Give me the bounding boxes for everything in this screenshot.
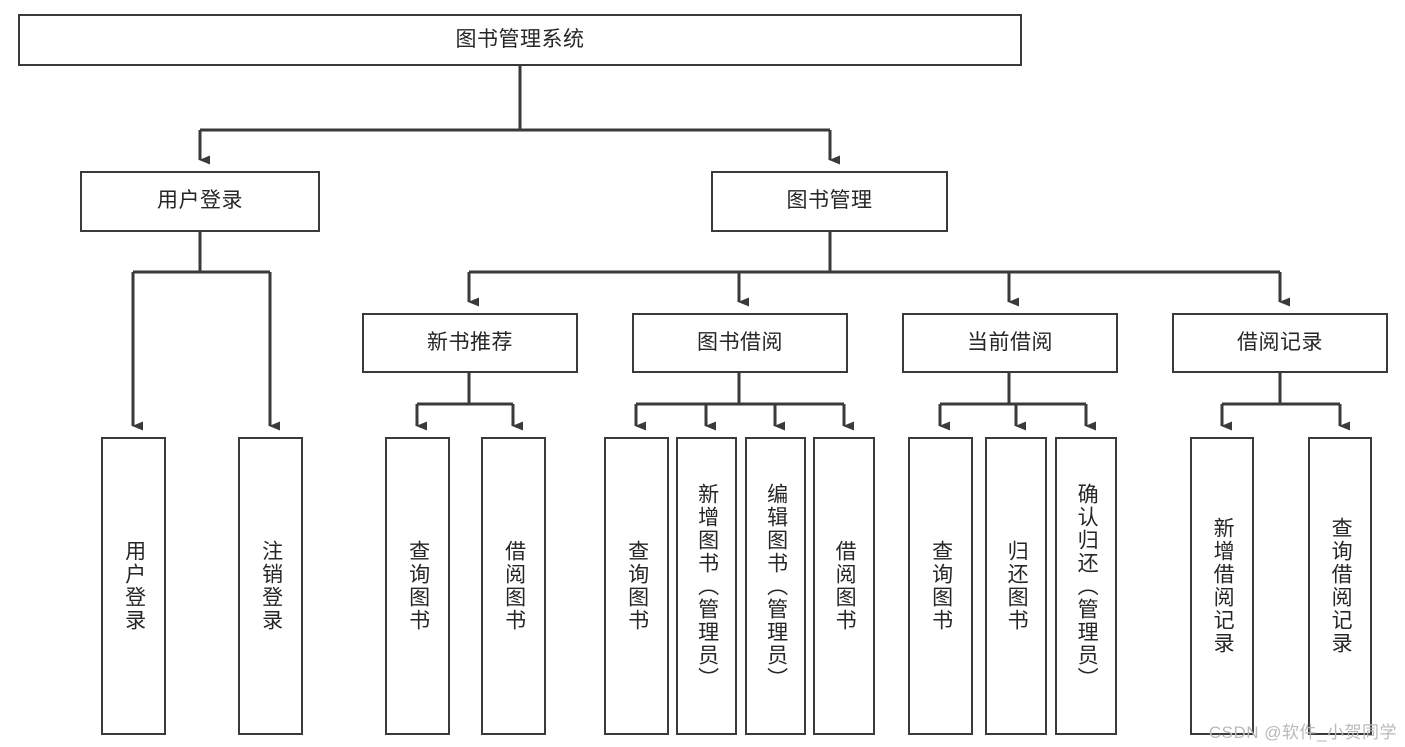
node-new-book-recommend-label: 新书推荐 xyxy=(427,330,513,354)
node-leaf-user-login-label: 用户登录 xyxy=(122,540,146,632)
node-root[interactable]: 图书管理系统 xyxy=(18,14,1022,66)
node-leaf-edit-book-admin[interactable]: 编辑图书（管理员） xyxy=(745,437,806,735)
node-leaf-query-book-borrow-label: 查询图书 xyxy=(625,540,649,632)
node-borrow-record[interactable]: 借阅记录 xyxy=(1172,313,1388,373)
node-leaf-query-book-borrow[interactable]: 查询图书 xyxy=(604,437,669,735)
node-book-manage-label: 图书管理 xyxy=(786,189,873,213)
node-root-label: 图书管理系统 xyxy=(455,27,585,51)
node-leaf-borrow-book[interactable]: 借阅图书 xyxy=(813,437,875,735)
node-leaf-add-borrow-record[interactable]: 新增借阅记录 xyxy=(1190,437,1254,735)
node-book-borrow-label: 图书借阅 xyxy=(697,330,783,354)
node-leaf-query-book-current[interactable]: 查询图书 xyxy=(908,437,973,735)
node-leaf-user-login[interactable]: 用户登录 xyxy=(101,437,166,735)
node-leaf-confirm-return-admin[interactable]: 确认归还（管理员） xyxy=(1055,437,1117,735)
node-current-borrow[interactable]: 当前借阅 xyxy=(902,313,1118,373)
node-leaf-edit-book-admin-label: 编辑图书（管理员） xyxy=(764,482,788,690)
node-leaf-query-borrow-record-label: 查询借阅记录 xyxy=(1329,517,1353,655)
node-leaf-logout[interactable]: 注销登录 xyxy=(238,437,303,735)
node-borrow-record-label: 借阅记录 xyxy=(1237,330,1323,354)
node-new-book-recommend[interactable]: 新书推荐 xyxy=(362,313,578,373)
node-leaf-logout-label: 注销登录 xyxy=(259,540,283,632)
node-book-manage[interactable]: 图书管理 xyxy=(711,171,948,232)
node-leaf-query-book-current-label: 查询图书 xyxy=(929,540,953,632)
node-leaf-add-book-admin-label: 新增图书（管理员） xyxy=(695,482,719,690)
node-leaf-add-borrow-record-label: 新增借阅记录 xyxy=(1211,517,1235,655)
node-leaf-query-borrow-record[interactable]: 查询借阅记录 xyxy=(1308,437,1372,735)
node-leaf-query-book-recommend-label: 查询图书 xyxy=(406,540,430,632)
node-leaf-borrow-book-recommend-label: 借阅图书 xyxy=(502,540,526,632)
node-leaf-return-book[interactable]: 归还图书 xyxy=(985,437,1047,735)
node-leaf-borrow-book-label: 借阅图书 xyxy=(833,540,857,632)
node-book-borrow[interactable]: 图书借阅 xyxy=(632,313,848,373)
node-current-borrow-label: 当前借阅 xyxy=(967,330,1053,354)
node-leaf-query-book-recommend[interactable]: 查询图书 xyxy=(385,437,450,735)
node-leaf-confirm-return-admin-label: 确认归还（管理员） xyxy=(1075,482,1099,690)
node-user-login[interactable]: 用户登录 xyxy=(80,171,320,232)
node-leaf-add-book-admin[interactable]: 新增图书（管理员） xyxy=(676,437,737,735)
node-leaf-borrow-book-recommend[interactable]: 借阅图书 xyxy=(481,437,546,735)
node-leaf-return-book-label: 归还图书 xyxy=(1005,540,1029,632)
node-user-login-label: 用户登录 xyxy=(157,189,243,213)
